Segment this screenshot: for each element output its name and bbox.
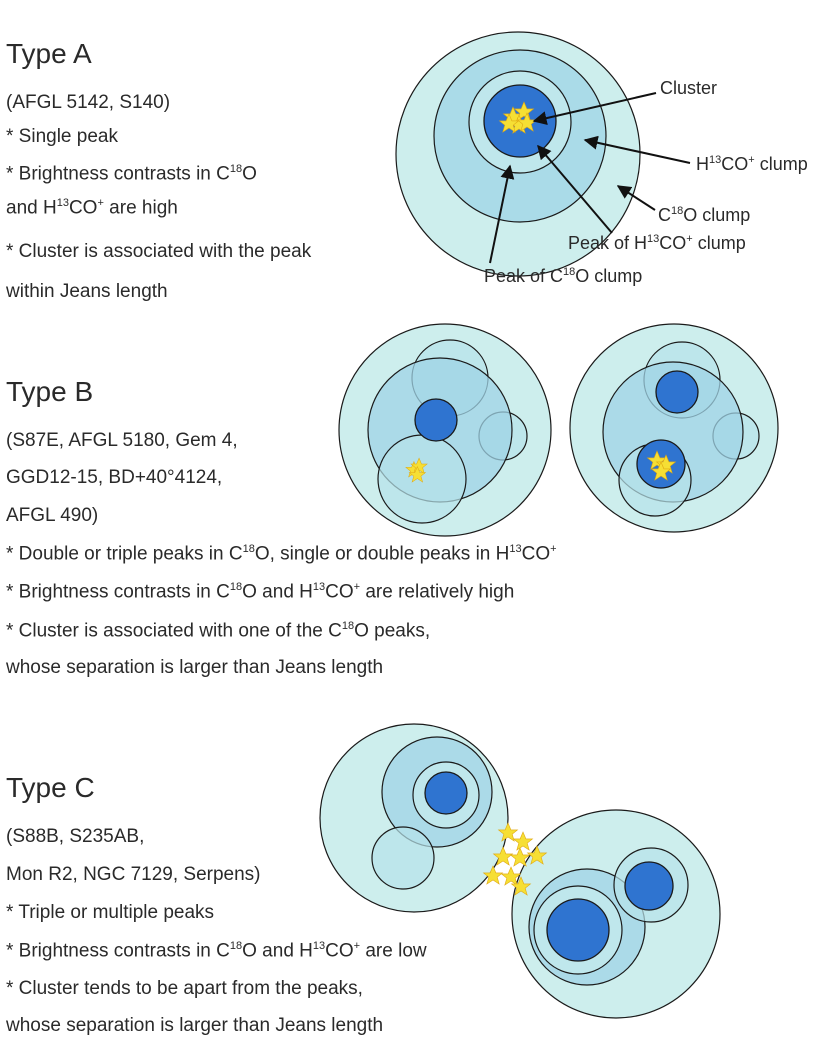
type-c-line-6: whose separation is larger than Jeans le… (6, 1015, 384, 1036)
type-a-diagram: Cluster H13CO+ clump C18O clump Peak of … (395, 31, 808, 286)
type-c-line-3: * Triple or multiple peaks (6, 902, 215, 923)
type-b-line-2: GGD12-15, BD+40°4124, (6, 467, 223, 488)
type-b-line-6: * Cluster is associated with one of the … (6, 620, 431, 642)
type-b-line-3: AFGL 490) (6, 505, 99, 526)
type-a-line-5: * Cluster is associated with the peak (6, 241, 312, 262)
type-c-upper-core (424, 771, 468, 815)
label-peak-c18o: Peak of C18O clump (484, 266, 642, 286)
type-b-left-core (414, 398, 458, 442)
type-a-line-3: * Brightness contrasts in C18O (6, 163, 257, 185)
type-b-title: Type B (6, 376, 94, 407)
type-a-line-6: within Jeans length (6, 281, 168, 302)
type-b-line-4: * Double or triple peaks in C18O, single… (6, 543, 557, 565)
type-b-right-diagram (569, 323, 779, 533)
type-b-right-core-top (655, 370, 699, 414)
type-a-title: Type A (6, 38, 92, 69)
label-cluster: Cluster (660, 78, 717, 98)
type-a-line-4: and H13CO+ are high (6, 197, 178, 219)
label-h13co-clump: H13CO+ clump (696, 154, 808, 174)
type-c-line-5: * Cluster tends to be apart from the pea… (6, 978, 363, 999)
type-c-line-4: * Brightness contrasts in C18O and H13CO… (6, 940, 427, 962)
arrow-peak-h13co (537, 144, 613, 234)
label-c18o-clump: C18O clump (658, 205, 750, 225)
type-c-line-1: (S88B, S235AB, (6, 826, 145, 847)
arrow-h13co-clump (583, 135, 691, 164)
label-peak-h13co: Peak of H13CO+ clump (568, 233, 746, 253)
type-c-diagram (319, 723, 721, 1019)
arrow-cluster (532, 92, 657, 126)
type-b-line-5: * Brightness contrasts in C18O and H13CO… (6, 581, 515, 603)
type-c-title: Type C (6, 772, 95, 803)
type-a-line-2: * Single peak (6, 126, 118, 147)
arrow-peak-c18o (489, 164, 515, 264)
type-c-line-2: Mon R2, NGC 7129, Serpens) (6, 864, 261, 885)
type-b-left-diagram (338, 323, 552, 537)
type-a-line-1: (AFGL 5142, S140) (6, 92, 171, 113)
arrow-c18o-clump (616, 185, 656, 211)
type-c-lower-core (546, 898, 610, 962)
type-c-upper-lobe (371, 826, 435, 890)
type-b-line-1: (S87E, AFGL 5180, Gem 4, (6, 430, 238, 451)
type-c-lower-core-right (624, 861, 674, 911)
type-b-line-7: whose separation is larger than Jeans le… (6, 657, 384, 678)
